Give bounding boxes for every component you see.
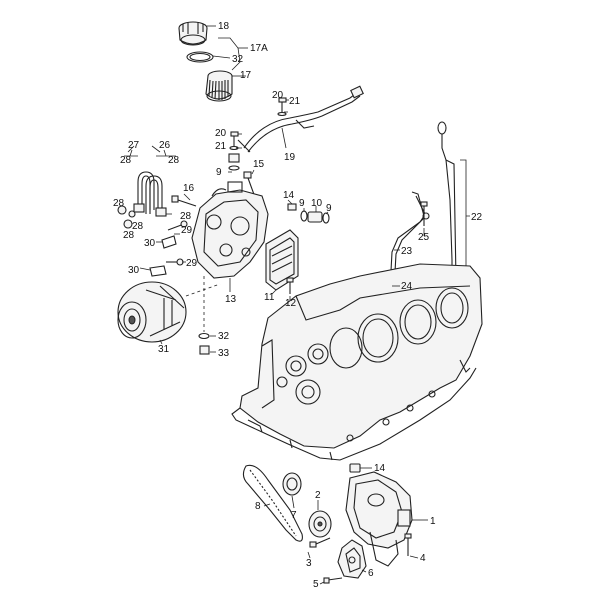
callout-20-top: 20	[272, 90, 284, 101]
plug-14-upper	[287, 203, 297, 211]
callout-5: 5	[313, 579, 319, 590]
seal-32-lower	[198, 332, 210, 340]
leader-lines	[139, 25, 428, 585]
callout-31: 31	[158, 344, 170, 355]
oil-lines	[133, 171, 167, 217]
bolt-25	[420, 201, 428, 226]
callout-28-a: 28	[113, 198, 125, 209]
callout-20-mid: 20	[215, 128, 227, 139]
callout-9-mid: 9	[299, 198, 305, 209]
pump-sprocket-2	[308, 510, 332, 538]
callout-8: 8	[255, 501, 261, 512]
oil-cooler	[265, 229, 299, 291]
bolt-16	[171, 195, 197, 207]
fitting-left	[117, 205, 136, 229]
callout-12: 12	[285, 298, 297, 309]
callout-30-lower: 30	[128, 265, 140, 276]
callout-23: 23	[401, 246, 413, 257]
chain-tensioner-6	[337, 539, 367, 579]
clip-30-upper	[161, 235, 177, 249]
callout-28-c: 28	[132, 221, 144, 232]
callout-28-bracket-right: 28	[168, 155, 180, 166]
oil-filter-housing	[191, 181, 269, 279]
sprocket-7	[282, 472, 302, 496]
oil-filter-element	[205, 70, 233, 102]
callout-27: 27	[128, 140, 140, 151]
oil-dipstick-guide-tube	[237, 85, 364, 153]
seal-9-far	[322, 212, 330, 224]
callout-6: 6	[368, 568, 374, 579]
dipstick-tube-23	[389, 191, 430, 291]
pipe-10	[307, 211, 323, 223]
callout-17: 17	[240, 70, 252, 81]
alternator	[117, 281, 187, 343]
callout-13: 13	[225, 294, 237, 305]
callout-32-upper: 32	[232, 54, 244, 65]
union-fitting	[228, 153, 240, 171]
plug-14-lower	[349, 463, 361, 473]
oil-filter-cap	[178, 21, 208, 46]
callout-7: 7	[291, 510, 297, 521]
callout-3: 3	[306, 558, 312, 569]
callout-21-top: 21	[289, 96, 301, 107]
callout-28-bracket-left: 28	[120, 155, 132, 166]
callout-17A: 17A	[250, 43, 268, 54]
callout-29-upper: 29	[181, 225, 193, 236]
bolt-20-mid	[229, 131, 239, 151]
callout-33: 33	[218, 348, 230, 359]
callout-28-b: 28	[180, 211, 192, 222]
bolt-5	[323, 577, 343, 584]
callout-21-mid: 21	[215, 141, 227, 152]
callout-15: 15	[253, 159, 265, 170]
bolt-29-lower	[166, 258, 184, 266]
oil-dipstick	[437, 121, 457, 281]
engine-block	[231, 263, 483, 461]
callout-16: 16	[183, 183, 195, 194]
bolt-3	[309, 537, 331, 548]
callout-9-left: 9	[216, 167, 222, 178]
callout-2: 2	[315, 490, 321, 501]
clip-30-lower	[149, 265, 167, 277]
callout-10: 10	[311, 198, 323, 209]
callout-30-upper: 30	[144, 238, 156, 249]
callout-25: 25	[418, 232, 430, 243]
callout-14-upper: 14	[283, 190, 295, 201]
filter-seal-ring	[186, 51, 214, 63]
callout-28-d: 28	[123, 230, 135, 241]
callout-24: 24	[401, 281, 413, 292]
callout-14-lower: 14	[374, 463, 386, 474]
oil-pump-chain	[242, 464, 303, 542]
callout-19: 19	[284, 152, 296, 163]
bolt-12	[286, 277, 294, 294]
callout-26: 26	[159, 140, 171, 151]
callout-29-lower: 29	[186, 258, 198, 269]
oil-pump	[345, 471, 413, 567]
callout-11: 11	[264, 292, 275, 303]
plug-33	[199, 345, 210, 355]
callout-4: 4	[420, 553, 426, 564]
callout-32-lower: 32	[218, 331, 230, 342]
callout-1: 1	[430, 516, 436, 527]
seal-9-right	[300, 210, 308, 222]
bolt-29-upper	[167, 220, 188, 231]
callout-9-right: 9	[326, 203, 332, 214]
callout-22: 22	[471, 212, 483, 223]
callout-18: 18	[218, 21, 230, 32]
bolt-4	[404, 533, 412, 556]
